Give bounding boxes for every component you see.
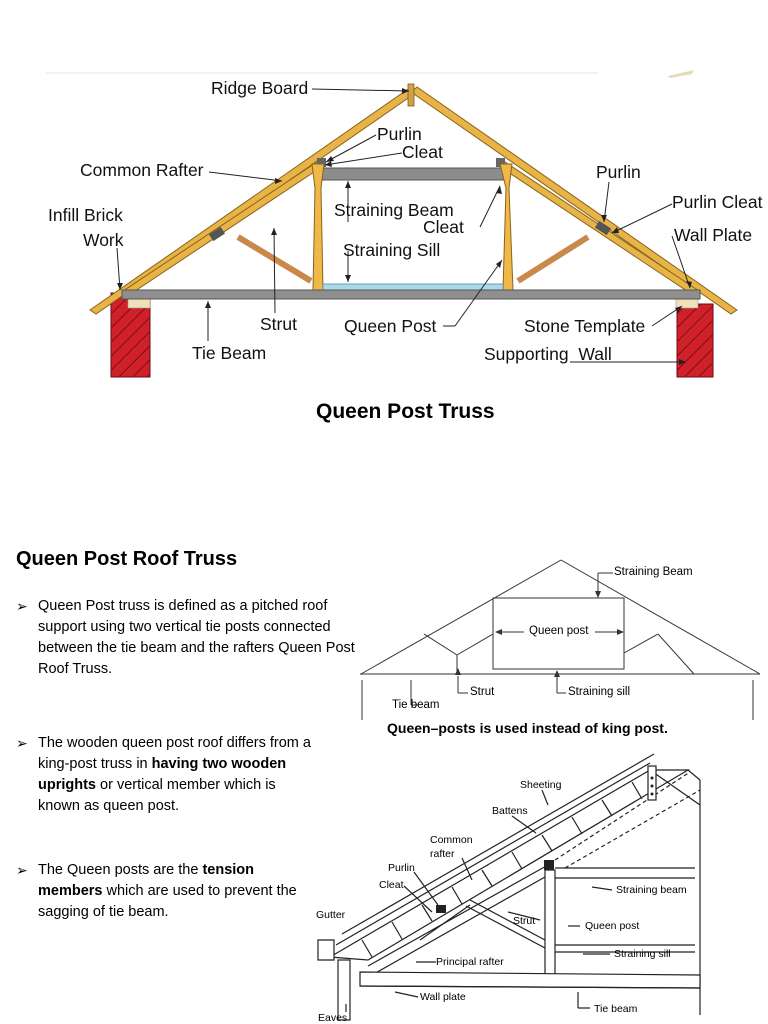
bullet-arrow-icon: ➢: [16, 862, 28, 878]
bullet-2-text-post: or vertical member which is known as que…: [38, 777, 276, 814]
d2-label-strut: Strut: [470, 686, 495, 698]
label-purlin-cleat: Purlin Cleat: [672, 192, 763, 212]
bullet-2-text-bold: having two wooden uprights: [38, 756, 287, 793]
label-purlin-right: Purlin: [596, 162, 641, 182]
d3-label-battens: Battens: [492, 805, 528, 817]
label-queen-post: Queen Post: [344, 316, 437, 336]
d3-label-wall-plate: Wall plate: [420, 991, 466, 1003]
label-tie-beam: Tie Beam: [192, 343, 267, 363]
d3-label-sheeting: Sheeting: [520, 779, 562, 791]
label-straining-beam: Straining Beam: [334, 200, 454, 220]
label-straining-sill: Straining Sill: [343, 240, 441, 260]
bullet-3: ➢ The Queen posts are the tension member…: [16, 860, 311, 923]
d3-label-eaves: Eaves: [318, 1012, 348, 1024]
tie-beam: [121, 289, 701, 300]
d2-label-straining-sill: Straining sill: [568, 686, 630, 698]
d3-label-strut: Strut: [513, 915, 536, 927]
label-common-rafter: Common Rafter: [80, 160, 204, 180]
bullet-arrow-icon: ➢: [16, 598, 28, 614]
bullet-3-text-bold: tension members: [38, 862, 254, 899]
bullet-arrow-icon: ➢: [16, 735, 28, 751]
d3-label-principal-rafter: Principal rafter: [436, 956, 504, 968]
label-work: Work: [83, 230, 124, 250]
d3-label-straining-sill: Straining sill: [614, 948, 671, 960]
d2-label-queen-post: Queen post: [529, 625, 589, 637]
d3-label-tie-beam: Tie beam: [594, 1003, 638, 1015]
bullet-3-text-post: which are used to prevent the sagging of…: [38, 883, 297, 920]
bullet-2: ➢ The wooden queen post roof differs fro…: [16, 733, 311, 817]
label-stone-template: Stone Template: [524, 316, 646, 336]
right-strut: [516, 234, 590, 284]
d3-label-rafter: rafter: [430, 848, 455, 860]
d3-label-common: Common: [430, 834, 473, 846]
d2-label-straining-beam: Straining Beam: [614, 566, 693, 578]
section-heading: Queen Post Roof Truss: [16, 548, 238, 570]
label-ridge-board: Ridge Board: [211, 78, 309, 98]
d3-label-purlin: Purlin: [388, 862, 415, 874]
label-wall-plate: Wall Plate: [674, 225, 753, 245]
diagram2-caption: Queen–posts is used instead of king post…: [387, 720, 668, 736]
label-purlin-center: Purlin: [377, 124, 422, 144]
d2-label-tie-beam: Tie beam: [392, 699, 440, 711]
label-strut: Strut: [260, 314, 297, 334]
d3-label-gutter: Gutter: [316, 909, 346, 921]
d3-label-cleat: Cleat: [379, 879, 404, 891]
bullet-3-text-pre: The Queen posts are the: [38, 862, 203, 878]
d3-label-straining-beam: Straining beam: [616, 884, 687, 896]
diagram1-caption: Queen Post Truss: [316, 400, 495, 423]
right-brick-wall: [676, 303, 714, 378]
bullet-1: ➢ Queen Post truss is defined as a pitch…: [16, 596, 366, 680]
label-cleat-center: Cleat: [402, 142, 443, 162]
bullet-1-text: Queen Post truss is defined as a pitched…: [38, 598, 355, 677]
d3-label-queen-post: Queen post: [585, 920, 640, 932]
label-cleat-lower: Cleat: [423, 217, 464, 237]
label-supporting-wall: Supporting Wall: [484, 344, 612, 364]
bullet-2-text-pre: The wooden queen post roof differs from …: [38, 735, 311, 772]
label-infill-brick: Infill Brick: [48, 205, 123, 225]
